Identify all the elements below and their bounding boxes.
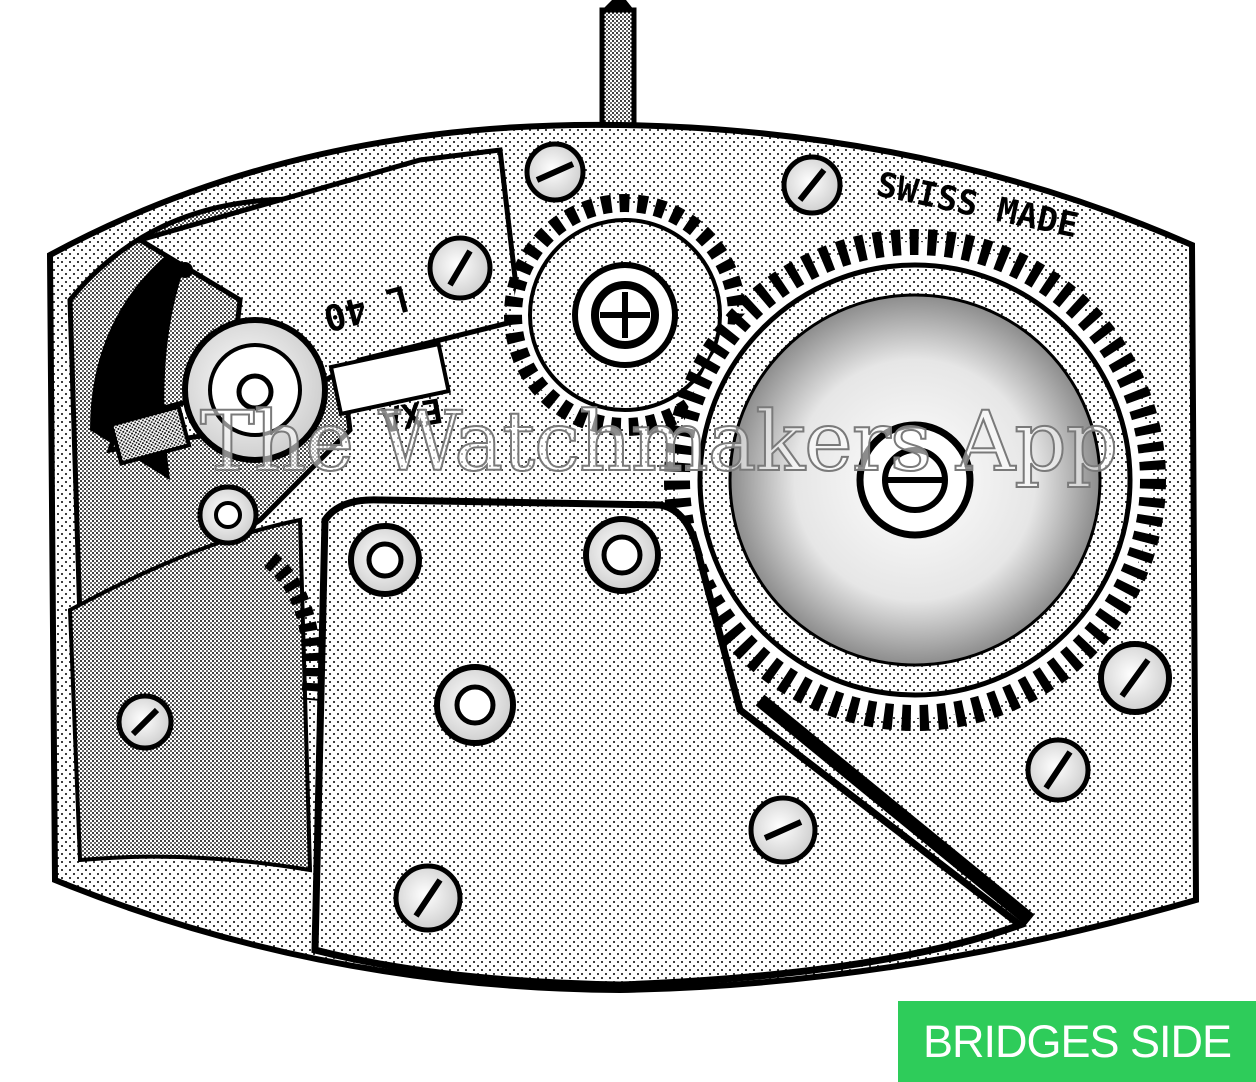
fourth-wheel — [504, 194, 746, 436]
balance-bridge — [106, 147, 523, 466]
screw-1 — [524, 141, 586, 203]
barrel-wheel — [664, 229, 1166, 731]
train-bridge — [311, 496, 1035, 989]
jewel-settings — [197, 484, 661, 746]
screw-4 — [1098, 641, 1172, 715]
screw-7 — [393, 863, 463, 933]
screw-6 — [748, 795, 818, 865]
jewel-4 — [197, 484, 259, 546]
jewel-3 — [434, 664, 516, 746]
screw-3 — [427, 235, 493, 301]
screw-8 — [116, 693, 174, 751]
crown-stem — [599, 0, 637, 133]
jewel-1 — [348, 523, 422, 597]
plate-screws — [116, 141, 1172, 933]
jewel-2 — [583, 516, 661, 594]
bridges-side-badge: BRIDGES SIDE — [898, 1001, 1256, 1082]
third-wheel — [264, 552, 321, 701]
screw-5 — [1025, 737, 1091, 803]
watermark-text: The Watchmakers App — [199, 395, 1119, 490]
screw-2 — [781, 154, 843, 216]
